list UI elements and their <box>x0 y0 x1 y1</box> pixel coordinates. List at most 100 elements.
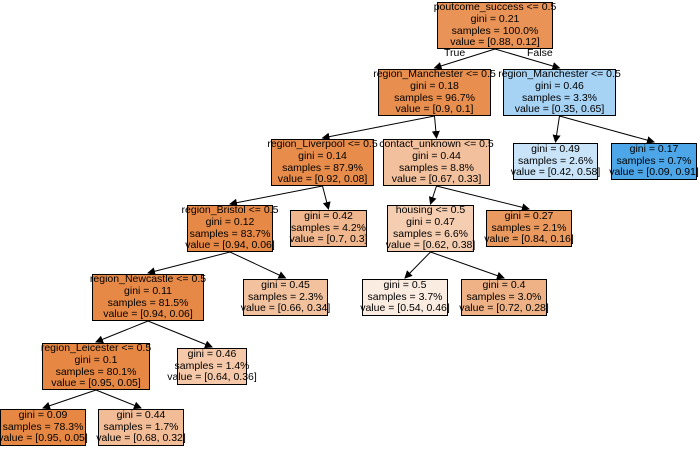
tree-edge-n9-n13 <box>404 251 431 279</box>
tree-edge-n7-n11 <box>147 251 231 276</box>
node-text-line: gini = 0.46 <box>187 348 237 361</box>
tree-edge-n4-n9 <box>428 185 437 205</box>
node-text-line: gini = 0.09 <box>18 409 68 422</box>
node-text-line: value = [0.9, 0.1] <box>395 103 474 116</box>
node-text-line: samples = 2.1% <box>491 221 567 234</box>
node-text-line: samples = 0.7% <box>616 154 692 167</box>
node-text-line: gini = 0.11 <box>124 284 172 297</box>
node-text-line: region_Newcastle <= 0.5 <box>89 273 207 286</box>
tree-edge-n1-n4 <box>431 115 440 139</box>
tree-edge-n1-n3 <box>321 115 435 141</box>
tree-edge-n0-n1 <box>433 48 496 70</box>
node-text-line: gini = 0.49 <box>531 143 580 156</box>
node-text-line: gini = 0.47 <box>406 215 455 228</box>
node-text-line: gini = 0.42 <box>304 210 353 223</box>
node-text-line: value = [0.92, 0.08] <box>277 173 368 186</box>
node-text-line: gini = 0.12 <box>205 215 255 228</box>
node-text-line: samples = 3.7% <box>367 290 443 303</box>
node-text-line: samples = 96.7% <box>394 91 475 104</box>
node-text-line: gini = 0.18 <box>410 79 459 92</box>
tree-edge-n2-n5 <box>552 115 561 143</box>
tree-edge-n0-n2 <box>494 48 561 70</box>
node-text-line: samples = 4.2% <box>291 221 366 234</box>
tree-edge-n7-n12 <box>229 251 287 279</box>
node-text-line: value = [0.54, 0.46] <box>360 302 450 315</box>
node-text-line: value = [0.66, 0.34] <box>240 302 331 315</box>
node-text-line: samples = 1.4% <box>174 359 250 372</box>
node-text-line: gini = 0.44 <box>412 149 461 162</box>
node-text-line: value = [0.64, 0.36] <box>167 371 257 384</box>
node-text-line: samples = 1.7% <box>103 420 179 433</box>
node-text-line: samples = 6.6% <box>393 227 468 240</box>
node-text-line: gini = 0.5 <box>383 279 427 292</box>
true-branch-label: True <box>444 47 466 59</box>
node-text-line: samples = 8.8% <box>399 161 474 174</box>
node-text-line: housing <= 0.5 <box>395 204 466 217</box>
node-text-line: gini = 0.1 <box>74 353 118 366</box>
node-text-line: value = [0.67, 0.33] <box>391 173 482 186</box>
tree-edge-n15-n18 <box>95 389 142 410</box>
node-text-line: samples = 3.3% <box>522 91 597 104</box>
node-text-line: samples = 87.9% <box>282 161 363 174</box>
node-text-line: value = [0.7, 0.3] <box>289 233 368 246</box>
node-text-line: samples = 100.0% <box>451 24 539 37</box>
node-text-line: value = [0.94, 0.06] <box>103 308 193 321</box>
node-text-line: gini = 0.46 <box>535 79 584 92</box>
node-text-line: gini = 0.4 <box>482 279 526 292</box>
node-text-line: value = [0.94, 0.06] <box>185 239 275 252</box>
tree-edge-n11-n15 <box>95 320 149 344</box>
node-text-line: gini = 0.14 <box>298 149 347 162</box>
node-text-line: poutcome_success <= 0.5 <box>433 1 557 14</box>
node-text-line: value = [0.68, 0.32] <box>96 432 186 445</box>
node-text-line: region_Manchester <= 0.5 <box>498 68 621 81</box>
node-text-line: region_Manchester <= 0.5 <box>373 68 496 81</box>
tree-edge-n2-n6 <box>559 115 655 144</box>
node-text-line: value = [0.88, 0.12] <box>450 36 540 49</box>
node-text-line: value = [0.72, 0.28] <box>459 302 549 315</box>
node-text-line: gini = 0.45 <box>261 279 310 292</box>
node-text-line: samples = 3.0% <box>466 290 542 303</box>
node-text-line: gini = 0.21 <box>470 12 520 25</box>
node-text-line: value = [0.95, 0.05] <box>51 377 141 390</box>
false-branch-label: False <box>527 47 553 59</box>
node-text-line: region_Leicester <= 0.5 <box>40 342 152 355</box>
node-text-line: value = [0.42, 0.58] <box>510 166 601 179</box>
tree-edge-n4-n10 <box>436 185 530 212</box>
node-text-line: samples = 80.1% <box>55 365 137 378</box>
node-text-line: gini = 0.17 <box>629 143 679 156</box>
node-text-line: gini = 0.27 <box>504 210 554 223</box>
tree-edge-n15-n17 <box>42 389 97 410</box>
tree-edge-n3-n8 <box>322 185 331 210</box>
node-text-line: gini = 0.44 <box>116 409 166 422</box>
node-text-line: value = [0.62, 0.38] <box>385 239 476 252</box>
node-text-line: samples = 2.3% <box>248 290 323 303</box>
node-text-line: contact_unknown <= 0.5 <box>379 138 494 151</box>
tree-edge-n11-n16 <box>147 320 213 349</box>
node-text-line: samples = 81.5% <box>107 296 189 309</box>
node-text-line: samples = 83.7% <box>189 227 271 240</box>
node-text-line: value = [0.84, 0.16] <box>484 233 574 246</box>
node-text-line: value = [0.09, 0.91] <box>609 166 699 179</box>
tree-edge-n3-n7 <box>229 185 323 207</box>
node-text-line: value = [0.35, 0.65] <box>514 103 605 116</box>
node-text-line: samples = 78.3% <box>2 420 84 433</box>
